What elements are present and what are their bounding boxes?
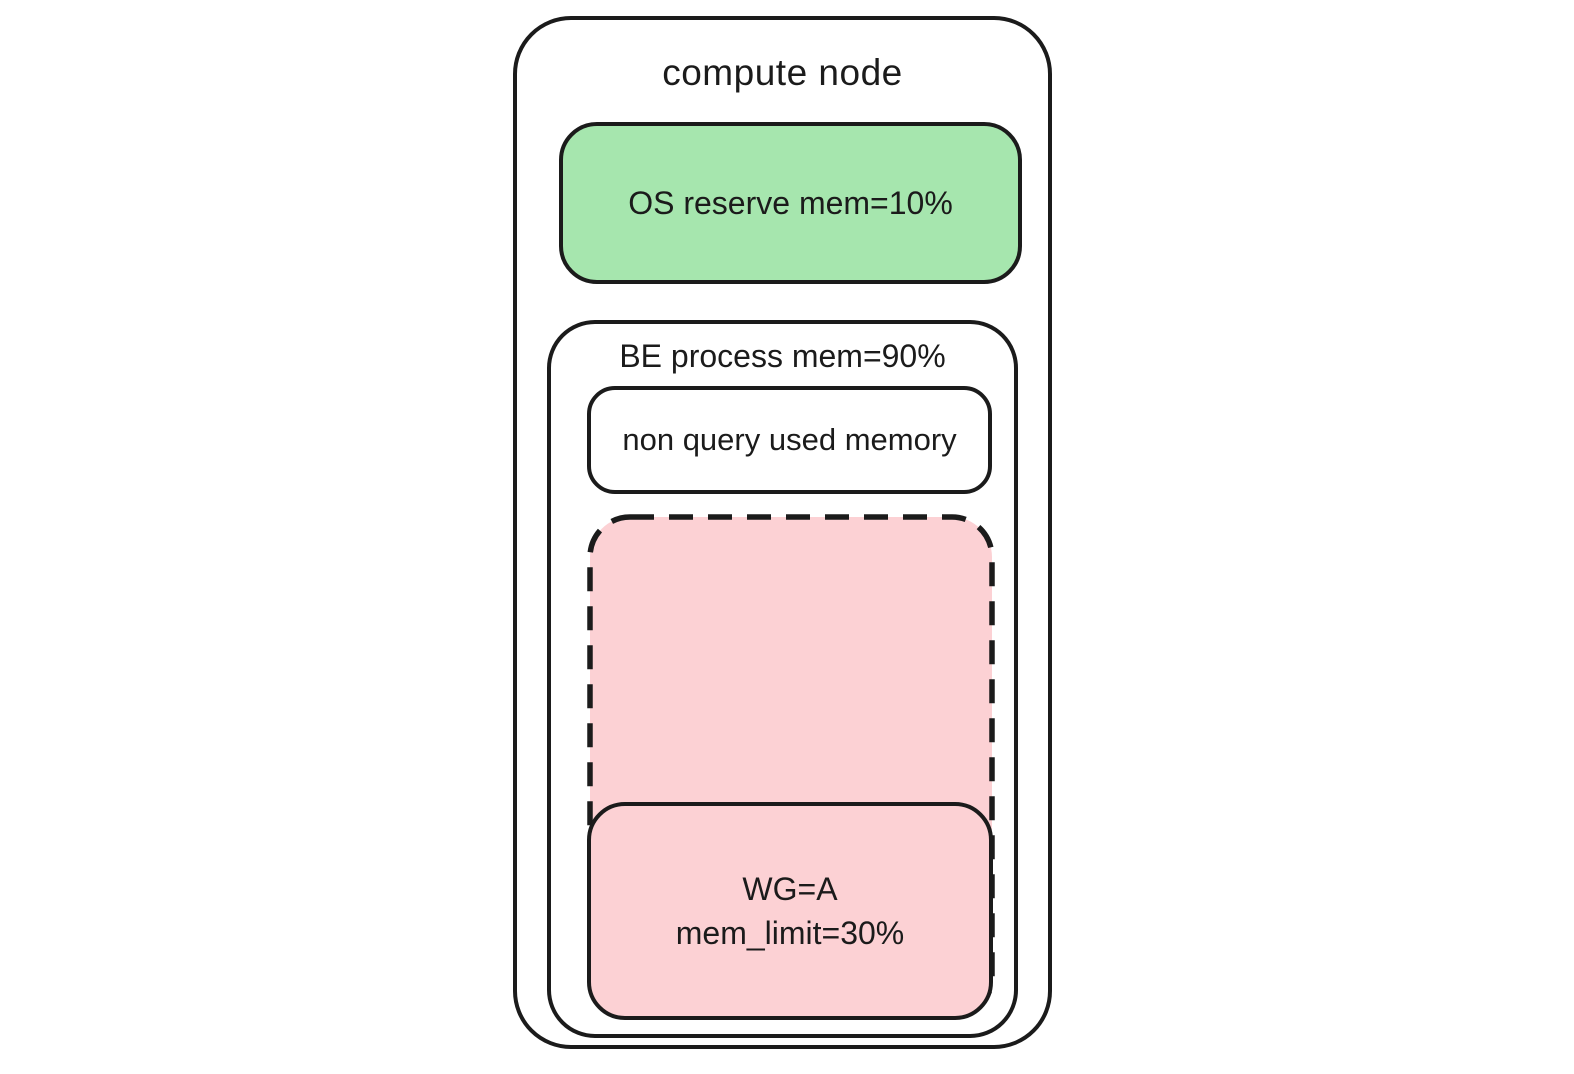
be-process-box: BE process mem=90% non query used memory…	[547, 320, 1018, 1038]
compute-node-title: compute node	[662, 52, 903, 93]
non-query-memory-label: non query used memory	[622, 422, 957, 457]
workload-group-box: WG=A mem_limit=30%	[587, 802, 993, 1020]
os-reserve-box: OS reserve mem=10%	[559, 122, 1022, 284]
os-reserve-label: OS reserve mem=10%	[628, 184, 953, 221]
workload-group-label: WG=A mem_limit=30%	[675, 871, 905, 951]
compute-node-box: compute node OS reserve mem=10% BE proce…	[513, 16, 1052, 1049]
non-query-memory-box: non query used memory	[587, 386, 992, 494]
be-process-label: BE process mem=90%	[619, 338, 946, 374]
